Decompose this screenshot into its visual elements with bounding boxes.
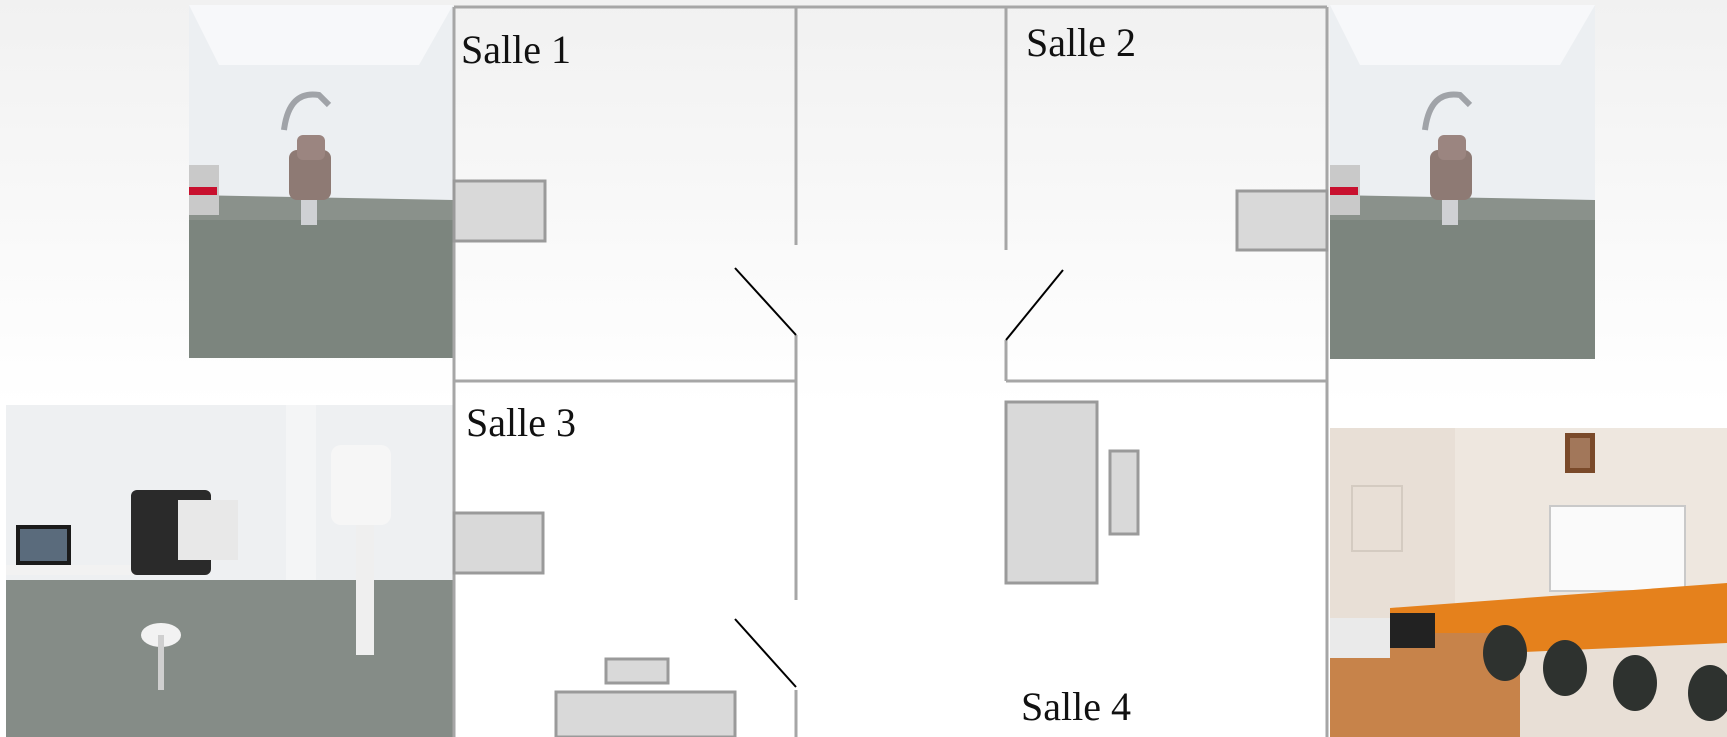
desk-salle-3 — [554, 690, 737, 737]
cabinet-salle-1 — [452, 179, 547, 243]
walls — [452, 5, 1329, 737]
photo-salle-1 — [189, 5, 453, 358]
door-salle-1 — [734, 267, 797, 336]
room-label-salle-3: Salle 3 — [466, 400, 576, 445]
photo-salle-2 — [1330, 5, 1595, 359]
door-salle-3 — [734, 618, 797, 688]
doors — [734, 267, 1064, 688]
photo-salle-3 — [6, 405, 454, 737]
door-salle-2 — [1005, 269, 1064, 341]
side-table-salle-4 — [1108, 449, 1140, 536]
cabinet-salle-2 — [1235, 189, 1329, 252]
desk-salle-4 — [1004, 400, 1099, 585]
monitor-salle-3 — [604, 657, 670, 685]
room-label-salle-1: Salle 1 — [461, 27, 571, 72]
room-label-salle-4: Salle 4 — [1021, 684, 1131, 729]
photo-salle-4 — [1330, 428, 1727, 737]
cabinet-salle-3 — [452, 511, 545, 575]
furniture — [452, 179, 1329, 737]
room-label-salle-2: Salle 2 — [1026, 20, 1136, 65]
